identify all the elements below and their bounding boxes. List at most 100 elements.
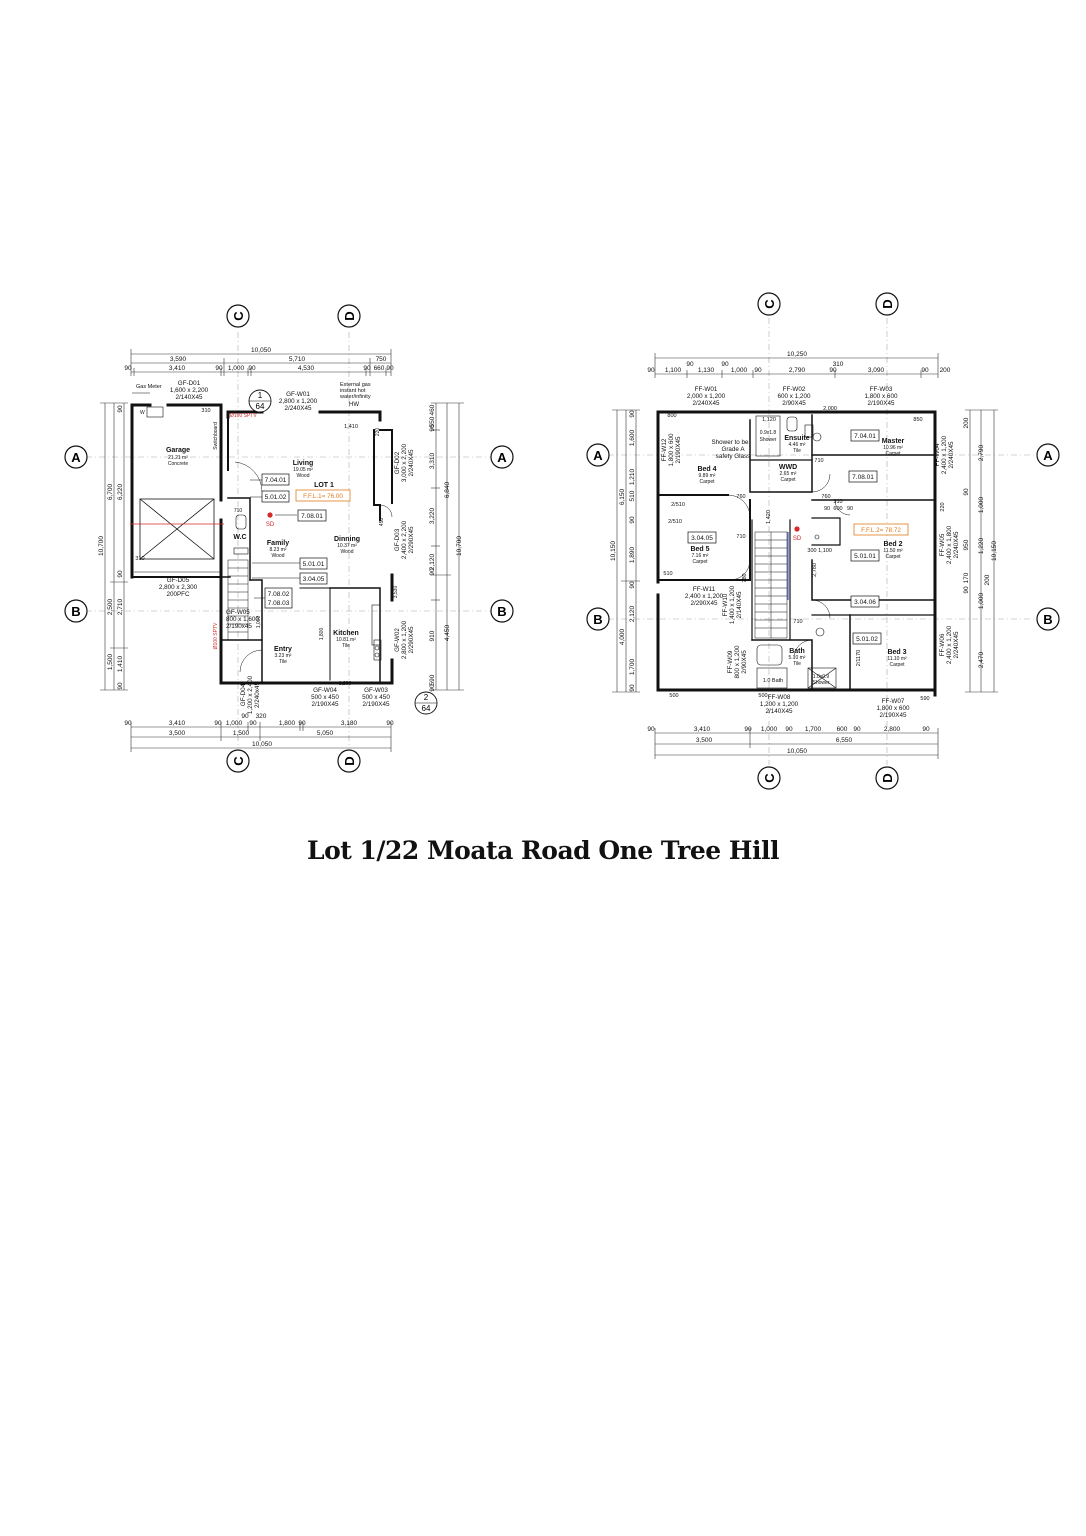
ff-dim-top: 90 [721, 361, 729, 368]
ff-dim-right: 90 [963, 586, 970, 594]
gf-dim-right: 90 [429, 684, 436, 692]
gf-dim-left: 6,700 [107, 483, 114, 500]
gf-dim-top: 1,000 [228, 365, 245, 372]
gf-smoke-detector: SD [266, 512, 297, 528]
svg-text:Living: Living [293, 460, 314, 467]
svg-text:2/140X45: 2/140X45 [736, 591, 743, 618]
hw-label: HW [349, 402, 359, 408]
ff-misc-dim: 1,120 [762, 417, 776, 423]
svg-text:GF-W05: GF-W05 [226, 609, 250, 616]
svg-text:2/140X45: 2/140X45 [766, 708, 793, 715]
svg-text:A: A [71, 450, 81, 465]
svg-text:2,400 x 1,200: 2,400 x 1,200 [941, 435, 948, 474]
gf-tag: 3.04.05 [299, 572, 328, 585]
grid-bubble-a-left: A [64, 445, 88, 469]
ff-tag: 7.08.01 [848, 470, 878, 483]
ff-misc-dim: 2,780 [812, 563, 818, 577]
gf-dim-top-total: 10,050 [251, 347, 271, 354]
gf-dim-bottom: 320 [256, 713, 267, 720]
svg-text:2/240X45: 2/240X45 [953, 531, 960, 558]
svg-text:1,600 x 2,200: 1,600 x 2,200 [170, 387, 209, 394]
svg-text:500 x 450: 500 x 450 [362, 694, 390, 701]
ff-dim-right: 2,470 [978, 651, 985, 668]
ff-tag: 5.01.02 [852, 632, 882, 645]
ff-dim-right: 1,000 [978, 592, 985, 609]
svg-text:1,800 x 600: 1,800 x 600 [865, 393, 898, 400]
svg-text:FF-W11: FF-W11 [693, 586, 716, 593]
svg-text:5.01.02: 5.01.02 [265, 494, 287, 501]
ff-grid-bubble-b-left: B [586, 607, 610, 631]
ff-dim-top: 90 [921, 367, 929, 374]
svg-text:10.37 m²: 10.37 m² [337, 543, 357, 549]
svg-text:800 x 1,200: 800 x 1,200 [734, 645, 741, 678]
ff-dim-top: 1,000 [731, 367, 748, 374]
ff-dim-right: 2,790 [978, 444, 985, 461]
gf-dim-left: 1,500 [107, 653, 114, 670]
switchboard-label: Switchboard [213, 422, 219, 450]
svg-text:600 x 1,200: 600 x 1,200 [778, 393, 811, 400]
svg-text:19.05 m²: 19.05 m² [293, 467, 313, 473]
ff-misc-dim: 1,420 [766, 510, 772, 524]
gf-dim-left: 90 [117, 405, 124, 413]
ff-misc-dim: 800 [667, 413, 676, 419]
svg-text:FF-W05: FF-W05 [939, 533, 946, 556]
svg-text:FF-W08: FF-W08 [768, 694, 791, 701]
ff-misc-dim: 2,000 [823, 406, 837, 412]
ground-floor-plan: C D C D A A B B 10,050 3,590 5,710 750 9… [64, 304, 514, 773]
svg-text:2/240X45: 2/240X45 [285, 405, 312, 412]
gf-dim-top: 3,410 [169, 365, 186, 372]
gf-dim-bottom: 3,500 [169, 730, 186, 737]
ff-dim-bottom: 6,550 [836, 737, 853, 744]
ff-tag: 3.04.06 [850, 595, 880, 608]
ff-dim-left: 90 [629, 581, 636, 589]
svg-text:D: D [342, 756, 357, 765]
ff-grid-bubble-b-right: B [1036, 607, 1060, 631]
ff-misc-dim: 1,100 [818, 548, 832, 554]
gf-dim-left: 2,710 [117, 598, 124, 615]
svg-text:3.04.05: 3.04.05 [691, 535, 713, 542]
svg-text:1: 1 [258, 391, 263, 400]
ff-tag: 7.04.01 [850, 429, 880, 442]
gf-dim-bottom: 90 [298, 720, 306, 727]
grid-bubble-d-bottom: D [337, 749, 361, 773]
svg-text:2/190X45: 2/190X45 [363, 701, 390, 708]
svg-text:C: C [762, 299, 777, 309]
svg-text:FF-W10: FF-W10 [722, 593, 729, 616]
gf-dim-top: 90 [363, 365, 371, 372]
svg-text:7.16 m²: 7.16 m² [692, 553, 709, 559]
svg-text:4.46 m²: 4.46 m² [789, 442, 806, 448]
gf-dim-top: 90 [386, 365, 394, 372]
svg-text:3.04.05: 3.04.05 [303, 576, 325, 583]
ff-dim-top: 200 [940, 367, 951, 374]
ff-dim-right-total: 10,150 [991, 541, 998, 561]
ff-dim-bottom: 3,410 [694, 726, 711, 733]
ff-tag: 5.01.01 [850, 549, 880, 562]
svg-text:5.10 m²: 5.10 m² [789, 655, 806, 661]
svg-text:GF-D05: GF-D05 [167, 577, 190, 584]
svg-text:FF-W07: FF-W07 [882, 698, 905, 705]
ff-misc-dim: 220 [940, 502, 946, 511]
svg-text:7.08.02: 7.08.02 [268, 591, 290, 598]
bath-label: 1.0 Bath [763, 678, 784, 684]
ff-dim-left: 1,700 [629, 658, 636, 675]
ff-misc-dim: 590 [920, 696, 929, 702]
shower-label: Shower [760, 437, 777, 443]
gf-dim-right: 90 [429, 424, 436, 432]
svg-text:Bed 2: Bed 2 [883, 541, 902, 548]
svg-text:21.21 m²: 21.21 m² [168, 455, 188, 461]
svg-text:3,000 x 2,200: 3,000 x 2,200 [401, 443, 408, 482]
svg-text:GF-D03: GF-D03 [394, 528, 401, 551]
ff-dim-top: 90 [647, 367, 655, 374]
svg-text:2/190X45: 2/190X45 [312, 701, 339, 708]
ff-dim-bottom: 1,000 [761, 726, 778, 733]
ff-dim-top-total: 10,250 [787, 351, 807, 358]
